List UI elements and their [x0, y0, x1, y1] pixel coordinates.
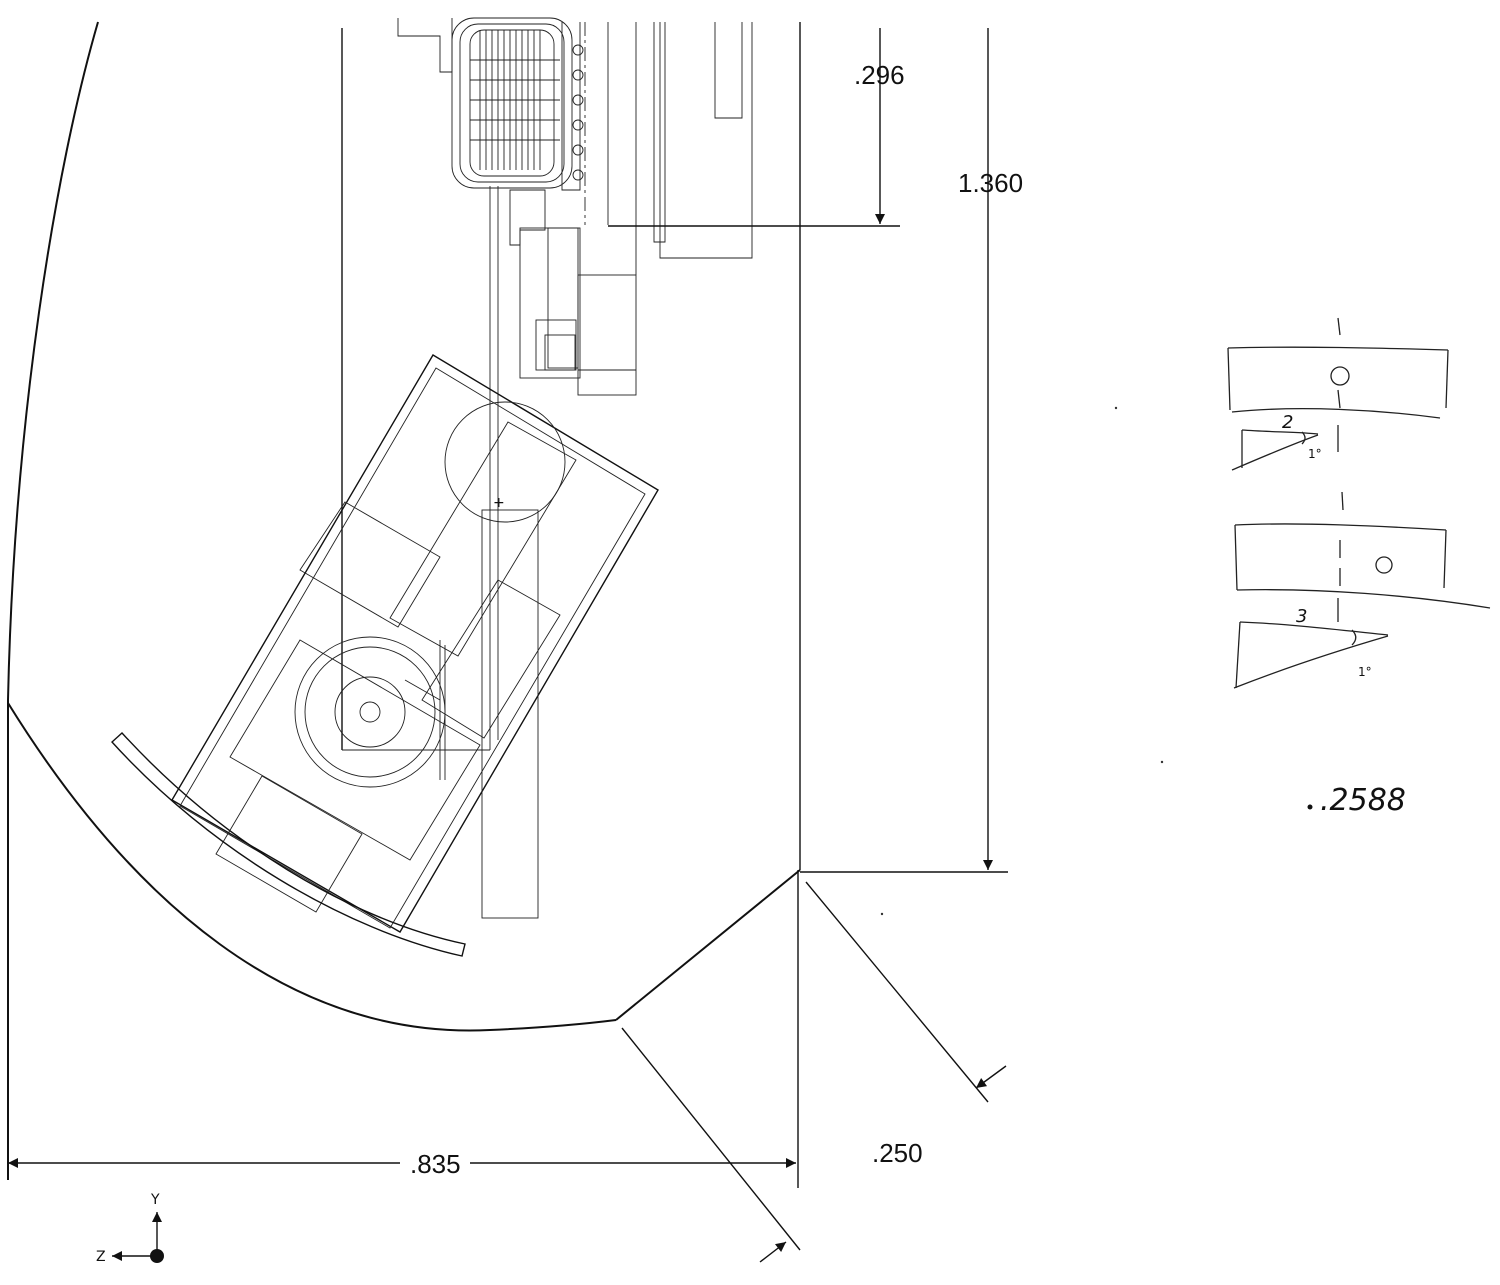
sketch-hole-bottom	[1375, 556, 1393, 574]
axis-y-label: Y	[150, 1192, 160, 1208]
sketch-leg-top: 2	[1282, 412, 1293, 433]
dimension-chamfer: .250	[872, 1138, 923, 1168]
part-outline	[7, 21, 801, 1188]
sketch-leg-bottom: 3	[1296, 606, 1307, 627]
dimension-top-offset: .296	[854, 60, 905, 90]
dimension-lines	[8, 28, 1008, 1263]
sketch-hole-top	[1330, 366, 1350, 386]
hand-sketch	[880, 317, 1491, 916]
dimension-width: .835	[410, 1149, 461, 1179]
connector-pins	[470, 30, 560, 170]
dimension-height: 1.360	[958, 168, 1023, 198]
sketch-value: .2588	[1320, 783, 1406, 818]
coordinate-triad	[112, 1212, 164, 1263]
svg-text:+: +	[493, 495, 505, 511]
sketch-angle-bottom: 1°	[1358, 665, 1372, 679]
tilted-component: +	[111, 354, 659, 957]
connector-detail	[397, 17, 753, 750]
sketch-angle-top: 1°	[1308, 447, 1322, 461]
axis-z-label: Z	[96, 1249, 106, 1265]
